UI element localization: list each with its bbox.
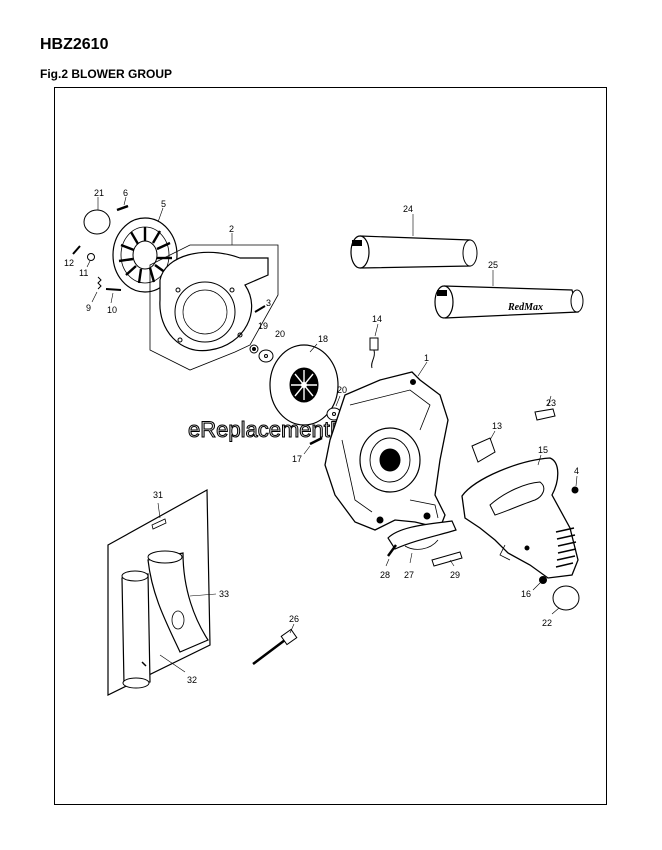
part-25-nozzle xyxy=(434,270,584,319)
callout-18: 18 xyxy=(318,334,328,344)
part-33-nozzle xyxy=(147,550,217,653)
callout-27: 27 xyxy=(404,570,414,580)
figure-title: Fig.2 BLOWER GROUP xyxy=(40,67,172,81)
part-12-screw xyxy=(72,245,81,255)
callout-15: 15 xyxy=(538,445,548,455)
callout-2: 2 xyxy=(229,224,234,234)
callout-29: 29 xyxy=(450,570,460,580)
callout-14: 14 xyxy=(372,314,382,324)
callout-10: 10 xyxy=(107,305,117,315)
callout-21: 21 xyxy=(94,188,104,198)
part-20-washer-upper xyxy=(258,349,274,363)
callout-23: 23 xyxy=(546,398,556,408)
diagram-frame xyxy=(54,87,607,805)
callout-9: 9 xyxy=(86,303,91,313)
callout-20-upper: 20 xyxy=(275,329,285,339)
callout-11: 11 xyxy=(79,268,88,278)
part-2-housing xyxy=(149,233,279,371)
callout-24: 24 xyxy=(403,204,413,214)
part-15-handle-cover xyxy=(461,454,579,579)
callout-26: 26 xyxy=(289,614,299,624)
callout-19: 19 xyxy=(258,321,268,331)
callout-13: 13 xyxy=(492,421,502,431)
callout-28: 28 xyxy=(380,570,390,580)
callout-6: 6 xyxy=(123,188,128,198)
callout-3: 3 xyxy=(266,298,271,308)
part-23-label xyxy=(534,395,556,421)
part-29-grip xyxy=(431,551,463,567)
part-32-tube xyxy=(121,570,186,689)
callout-20-lower: 20 xyxy=(337,385,347,395)
part-10-pin xyxy=(105,288,122,304)
callout-25: 25 xyxy=(488,260,498,270)
callout-4: 4 xyxy=(574,466,579,476)
callout-31: 31 xyxy=(153,490,163,500)
part-9-spring xyxy=(91,276,102,303)
part-18-impeller xyxy=(269,343,339,426)
part-28-screw xyxy=(385,544,397,567)
callout-1: 1 xyxy=(424,353,429,363)
part-26-wrench xyxy=(252,623,298,665)
callout-22: 22 xyxy=(542,618,552,628)
part-22-cap xyxy=(551,585,580,615)
part-21-cap xyxy=(83,197,111,235)
part-6-bolt xyxy=(116,196,129,212)
part-17-screw xyxy=(303,436,323,455)
part-13-trigger xyxy=(471,430,496,463)
callout-17: 17 xyxy=(292,454,302,464)
model-number: HBZ2610 xyxy=(40,36,109,53)
callout-5: 5 xyxy=(161,199,166,209)
part-11-washer xyxy=(86,253,95,268)
callout-12: 12 xyxy=(64,258,74,268)
part-4-screw xyxy=(571,475,579,494)
part-1-main-housing xyxy=(324,361,449,531)
callout-33: 33 xyxy=(219,589,229,599)
part-14-switch xyxy=(369,323,379,369)
brand-logo: RedMax xyxy=(507,302,543,313)
part-27-handle xyxy=(387,520,457,564)
callout-16: 16 xyxy=(521,589,531,599)
part-24-tube xyxy=(350,214,478,269)
part-19-nut xyxy=(249,344,259,354)
part-5-fan-cover xyxy=(112,207,178,293)
part-16-screw xyxy=(532,576,547,591)
callout-32: 32 xyxy=(187,675,197,685)
